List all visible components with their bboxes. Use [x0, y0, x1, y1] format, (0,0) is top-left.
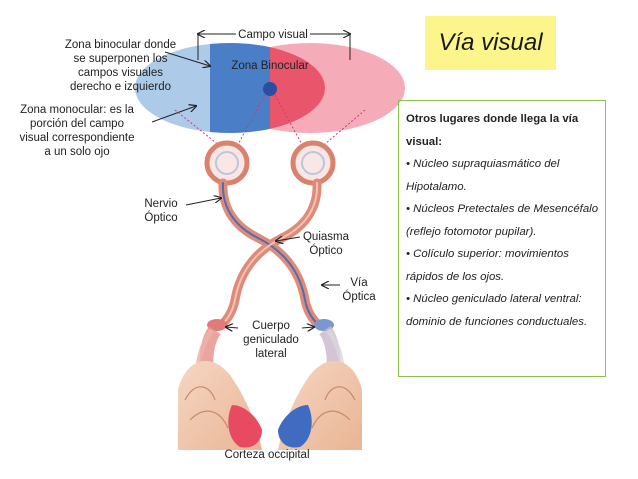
- fixation-point: [263, 82, 277, 96]
- zona-binocular-description: Zona binocular donde se superponen los c…: [64, 39, 177, 93]
- nervio-optico-label: Nervio Óptico: [144, 198, 178, 224]
- via-optica-label: Vía Óptica: [342, 277, 376, 303]
- zona-monocular-description: Zona monocular: es la porción del campo …: [19, 104, 135, 158]
- campo-visual-label: Campo visual: [238, 29, 308, 41]
- corteza-occipital-label: Corteza occipital: [224, 449, 310, 461]
- info-heading: Otros lugares donde llega la vía visual:: [406, 113, 579, 148]
- right-eye: [290, 140, 336, 186]
- info-item: • Núcleo geniculado lateral ventral: dom…: [406, 293, 588, 328]
- info-item: • Núcleos Pretectales de Mesencéfalo (re…: [406, 203, 599, 238]
- cuerpo-geniculado-label: Cuerpo geniculado lateral: [243, 320, 299, 360]
- info-item: • Núcleo supraquiasmático del Hipotalamo…: [406, 158, 560, 193]
- binocular-zone-left: [210, 43, 270, 133]
- quiasma-optico-label: Quiasma Óptico: [302, 231, 350, 257]
- occipital-cortex: [178, 360, 362, 450]
- info-box: Otros lugares donde llega la vía visual:…: [398, 100, 606, 377]
- left-eye: [204, 140, 250, 186]
- zona-binocular-label: Zona Binocular: [231, 60, 309, 72]
- title-box: Vía visual: [425, 16, 556, 70]
- optic-pathway: [215, 178, 325, 331]
- info-item: • Colículo superior: movimientos rápidos…: [406, 248, 569, 283]
- page-title: Vía visual: [438, 29, 543, 56]
